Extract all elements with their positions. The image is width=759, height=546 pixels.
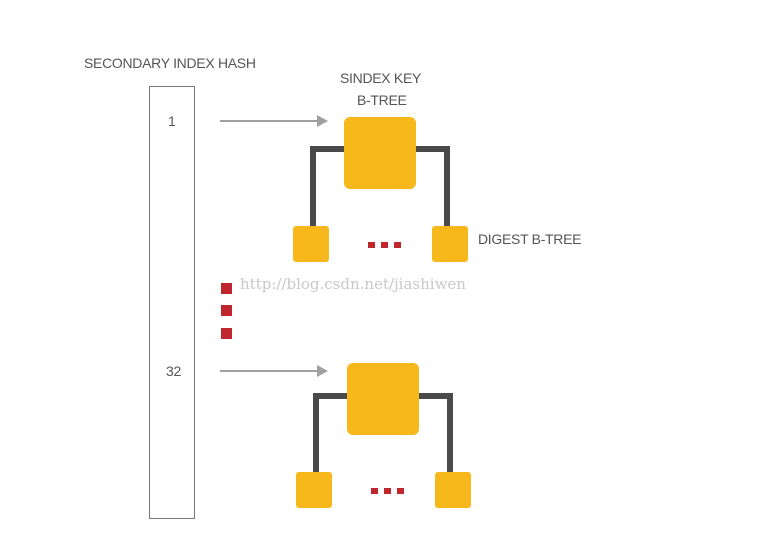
tree2-leaf-right	[435, 472, 471, 508]
arrow-32	[220, 365, 328, 377]
sindex-label-line2: B-TREE	[357, 92, 407, 108]
hash-title: SECONDARY INDEX HASH	[84, 55, 256, 71]
tree1-edge-left-h	[310, 146, 346, 152]
tree2-edge-left-v	[313, 393, 319, 475]
tree1-ellipsis-dot	[394, 242, 401, 248]
tree2-edge-left-h	[313, 393, 349, 399]
tree2-edge-right-v	[447, 393, 453, 475]
hash-table	[149, 86, 195, 519]
tree2-root-node	[347, 363, 419, 435]
tree2-ellipsis-dot	[397, 488, 404, 494]
watermark: http://blog.csdn.net/jiashiwen	[240, 275, 466, 293]
tree1-ellipsis-dot	[368, 242, 375, 248]
tree2-edge-right-h	[416, 393, 453, 399]
arrow-1	[220, 115, 328, 127]
tree1-edge-right-v	[444, 146, 450, 228]
slot-32-label: 32	[166, 363, 181, 379]
vertical-ellipsis-dot	[221, 283, 232, 294]
tree2-leaf-left	[296, 472, 332, 508]
tree1-edge-left-v	[310, 146, 316, 228]
slot-1-label: 1	[168, 113, 176, 129]
vertical-ellipsis-dot	[221, 305, 232, 316]
tree2-ellipsis-dot	[371, 488, 378, 494]
vertical-ellipsis-dot	[221, 328, 232, 339]
tree1-root-node	[344, 117, 416, 189]
digest-label: DIGEST B-TREE	[478, 231, 582, 247]
tree1-edge-right-h	[413, 146, 450, 152]
tree1-ellipsis-dot	[381, 242, 388, 248]
tree2-ellipsis-dot	[384, 488, 391, 494]
sindex-label-line1: SINDEX KEY	[340, 70, 422, 86]
tree1-leaf-right	[432, 226, 468, 262]
tree1-leaf-left	[293, 226, 329, 262]
